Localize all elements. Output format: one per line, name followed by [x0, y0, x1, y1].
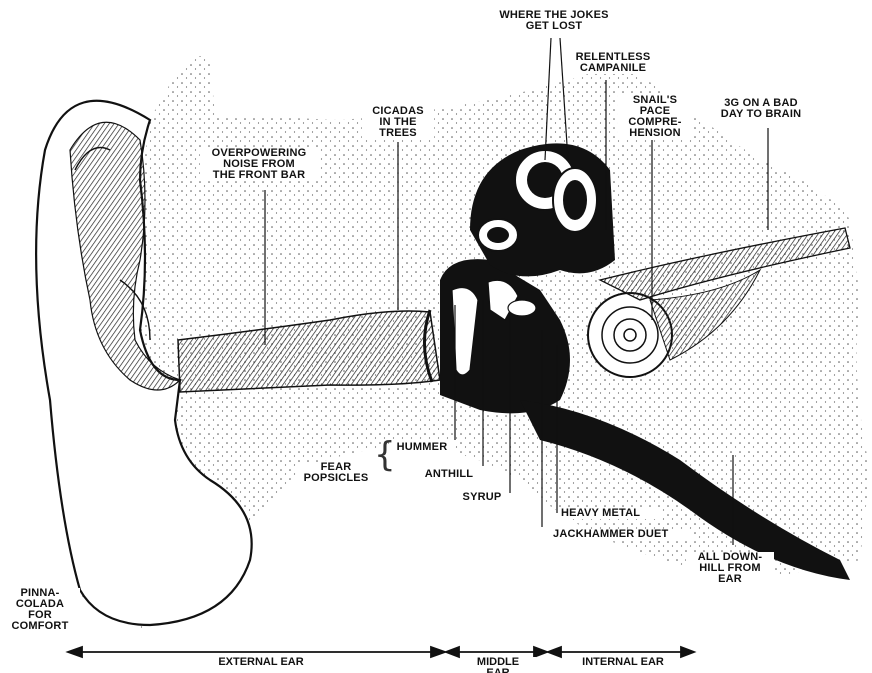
section-middle-ear: MIDDLE EAR — [460, 657, 536, 673]
label-heavy-metal: HEAVY METAL — [560, 508, 662, 519]
stirrup-bone — [508, 300, 536, 316]
label-pinna-colada: PINNA- COLADA FOR COMFORT — [0, 588, 80, 632]
label-anthill: ANTHILL — [418, 469, 480, 480]
label-where-jokes-get-lost: WHERE THE JOKES GET LOST — [492, 10, 616, 32]
label-hummer: HUMMER — [389, 442, 455, 453]
label-3g-to-brain: 3G ON A BAD DAY TO BRAIN — [710, 98, 812, 120]
label-jackhammer-duet: JACKHAMMER DUET — [552, 529, 694, 540]
label-cicadas: CICADAS IN THE TREES — [362, 106, 434, 139]
label-fear-popsicles: FEAR POPSICLES — [296, 462, 376, 484]
section-internal-ear: INTERNAL EAR — [568, 657, 678, 668]
section-external-ear: EXTERNAL EAR — [208, 657, 314, 668]
label-relentless-campanile: RELENTLESS CAMPANILE — [572, 52, 654, 74]
label-overpowering-noise: OVERPOWERING NOISE FROM THE FRONT BAR — [200, 148, 318, 181]
fear-brace: { — [374, 438, 396, 472]
label-all-downhill: ALL DOWN- HILL FROM EAR — [686, 552, 774, 585]
label-snails-pace: SNAIL'S PACE COMPRE- HENSION — [618, 95, 692, 139]
label-syrup: SYRUP — [455, 492, 509, 503]
